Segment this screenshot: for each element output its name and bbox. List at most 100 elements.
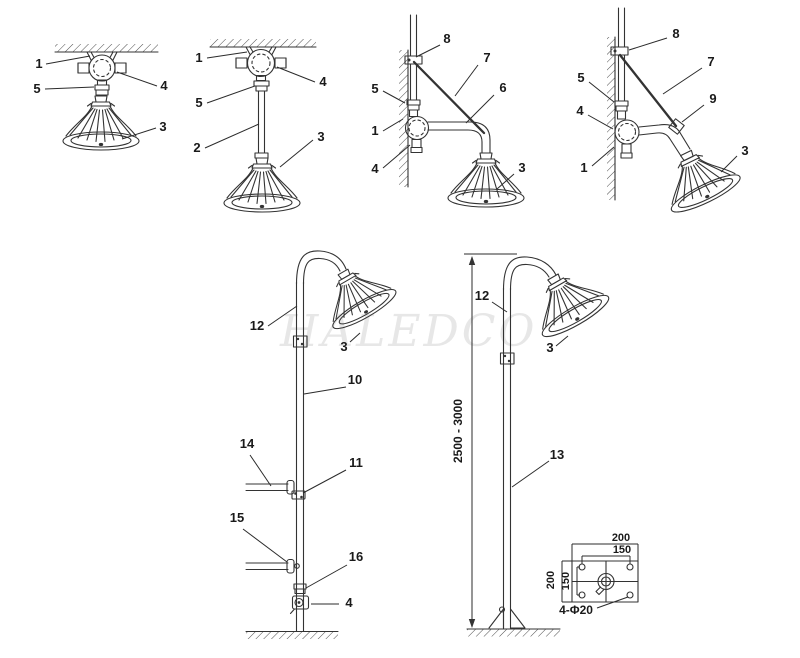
callout-14: 14 <box>240 436 255 451</box>
callout-4: 4 <box>576 103 584 118</box>
leader-lines <box>242 305 361 605</box>
lamp-shade <box>62 95 140 151</box>
callout-5: 5 <box>195 95 202 110</box>
callout-12: 12 <box>250 318 264 333</box>
bracket-arm <box>638 124 691 150</box>
callout-11: 11 <box>349 455 363 470</box>
pole-coupling <box>499 352 515 365</box>
junction-box <box>404 115 430 154</box>
callout-4: 4 <box>319 74 327 89</box>
callout-5: 5 <box>577 70 584 85</box>
plate-hole-spacing-v-dim: 150 <box>560 572 572 590</box>
mounting-hole <box>626 563 634 571</box>
ground-hatch <box>467 629 560 637</box>
figure-wall-bracket-angled-mount: 8 7 9 5 4 1 3 <box>576 7 749 219</box>
callout-3: 3 <box>741 143 748 158</box>
plate-hole-spacing-h-dim: 150 <box>613 544 631 556</box>
elbow-junction-box <box>289 595 310 615</box>
figure-ceiling-mount: 1 5 4 3 <box>33 44 168 151</box>
callout-13: 13 <box>550 447 564 462</box>
support-brace <box>412 60 486 135</box>
callout-7: 7 <box>707 54 714 69</box>
pole <box>502 256 557 630</box>
lamp-shade <box>223 157 301 213</box>
mounting-hole <box>626 591 634 599</box>
callout-3: 3 <box>340 339 347 354</box>
pole-coupling <box>292 335 308 348</box>
sealing-coupling <box>406 99 421 118</box>
callout-3: 3 <box>546 340 553 355</box>
plate-dimensions: 200 150 200 150 4-Φ20 <box>545 532 639 617</box>
ceiling-hatch <box>55 44 158 52</box>
figure-gooseneck-pole-ground: 2500 - 3000 12 3 13 <box>451 253 614 637</box>
callout-3: 3 <box>518 160 525 175</box>
callout-4: 4 <box>345 595 353 610</box>
upper-rail-bracket <box>245 479 306 500</box>
callout-1: 1 <box>35 56 42 71</box>
plate-holes-spec: 4-Φ20 <box>559 603 593 617</box>
pole-height-dimension: 2500 - 3000 <box>451 399 465 463</box>
leader-lines <box>382 44 515 190</box>
lamp-shade <box>651 135 745 219</box>
callout-4: 4 <box>371 161 379 176</box>
brace-joint <box>668 118 685 135</box>
callout-1: 1 <box>371 123 378 138</box>
callout-16: 16 <box>349 549 363 564</box>
callout-7: 7 <box>483 50 490 65</box>
ground-hatch <box>246 632 338 639</box>
figure-pendant-mount: 1 4 5 2 3 <box>193 39 327 213</box>
figure-wall-bracket-mount: 8 7 6 5 1 4 3 <box>371 14 526 208</box>
union-fitting <box>293 583 307 595</box>
callout-2: 2 <box>193 140 200 155</box>
callout-8: 8 <box>672 26 679 41</box>
pole-cross-section <box>595 572 615 596</box>
bracket-arm <box>427 121 491 154</box>
wall-hatch <box>399 50 408 187</box>
callout-9: 9 <box>709 91 716 106</box>
callout-1: 1 <box>195 50 202 65</box>
lower-rail-bracket <box>245 558 300 574</box>
callout-4: 4 <box>160 78 168 93</box>
callout-1: 1 <box>580 160 587 175</box>
sealing-coupling <box>253 80 270 92</box>
sealing-coupling <box>94 84 110 96</box>
conduit-pipe <box>617 7 626 102</box>
support-brace <box>618 53 678 128</box>
callout-3: 3 <box>159 119 166 134</box>
figure-gooseneck-pole-on-rail: 12 3 10 14 11 15 16 4 <box>230 250 401 639</box>
lamp-shade <box>447 152 525 208</box>
callout-5: 5 <box>371 81 378 96</box>
base-plate-detail: 200 150 200 150 4-Φ20 <box>545 532 639 617</box>
callout-10: 10 <box>348 372 362 387</box>
leader-lines <box>587 37 738 173</box>
sealing-coupling <box>614 100 629 120</box>
leader-lines <box>491 301 569 488</box>
wall-hatch <box>607 37 615 200</box>
conduit-pipe <box>409 14 418 101</box>
gooseneck <box>302 257 341 285</box>
callout-5: 5 <box>33 81 40 96</box>
brand-watermark: HALEDCO <box>279 306 538 357</box>
ceiling-hatch <box>210 39 316 47</box>
bracket-arm <box>638 132 682 157</box>
callout-3: 3 <box>317 129 324 144</box>
gooseneck <box>502 256 557 291</box>
gooseneck <box>509 263 550 291</box>
bracket-arm <box>427 129 483 154</box>
junction-box <box>235 46 287 82</box>
callout-8: 8 <box>443 31 450 46</box>
base-gussets <box>488 606 526 629</box>
leader-lines <box>204 51 316 168</box>
leader-lines <box>44 55 158 140</box>
callout-6: 6 <box>499 80 506 95</box>
callout-12: 12 <box>475 288 489 303</box>
junction-box <box>614 119 640 159</box>
pole <box>295 250 347 632</box>
mounting-clamp <box>404 55 423 65</box>
height-dimension: 2500 - 3000 <box>451 253 517 628</box>
plate-width-dim: 200 <box>612 532 630 544</box>
gooseneck <box>295 250 347 285</box>
plate-height-dim: 200 <box>545 571 557 589</box>
